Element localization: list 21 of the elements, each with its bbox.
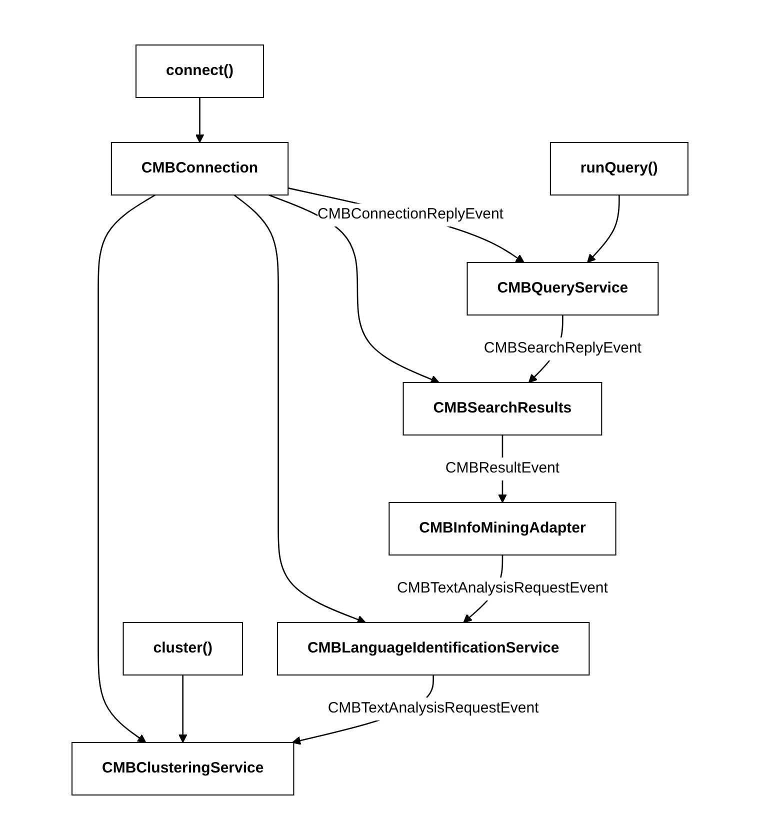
- edge-label: CMBSearchReplyEvent: [484, 338, 642, 356]
- node-box: CMBConnection: [110, 142, 289, 195]
- arrow: [98, 194, 156, 742]
- node-box: connect(): [136, 44, 264, 98]
- edge-label: CMBTextAnalysisRequestEvent: [328, 698, 539, 716]
- edge-label: CMBResultEvent: [445, 458, 560, 476]
- arrow: [178, 674, 188, 742]
- arrow: [288, 186, 524, 262]
- arrow: [195, 97, 204, 142]
- edge-label: CMBConnectionReplyEvent: [318, 205, 504, 222]
- node-box: CMBClusteringService: [72, 741, 294, 795]
- node-box: CMBLanguageIdentificationService: [276, 622, 590, 675]
- node-box: CMBSearchResults: [402, 382, 602, 435]
- node-box: CMBInfoMiningAdapter: [388, 502, 616, 555]
- node-box: runQuery(): [550, 142, 688, 195]
- edge-label: CMBTextAnalysisRequestEvent: [397, 578, 608, 596]
- node-box: CMBQueryService: [466, 262, 659, 315]
- node-box: cluster(): [122, 622, 243, 675]
- arrow: [234, 194, 366, 624]
- arrow: [587, 194, 620, 262]
- arrow: [268, 194, 440, 384]
